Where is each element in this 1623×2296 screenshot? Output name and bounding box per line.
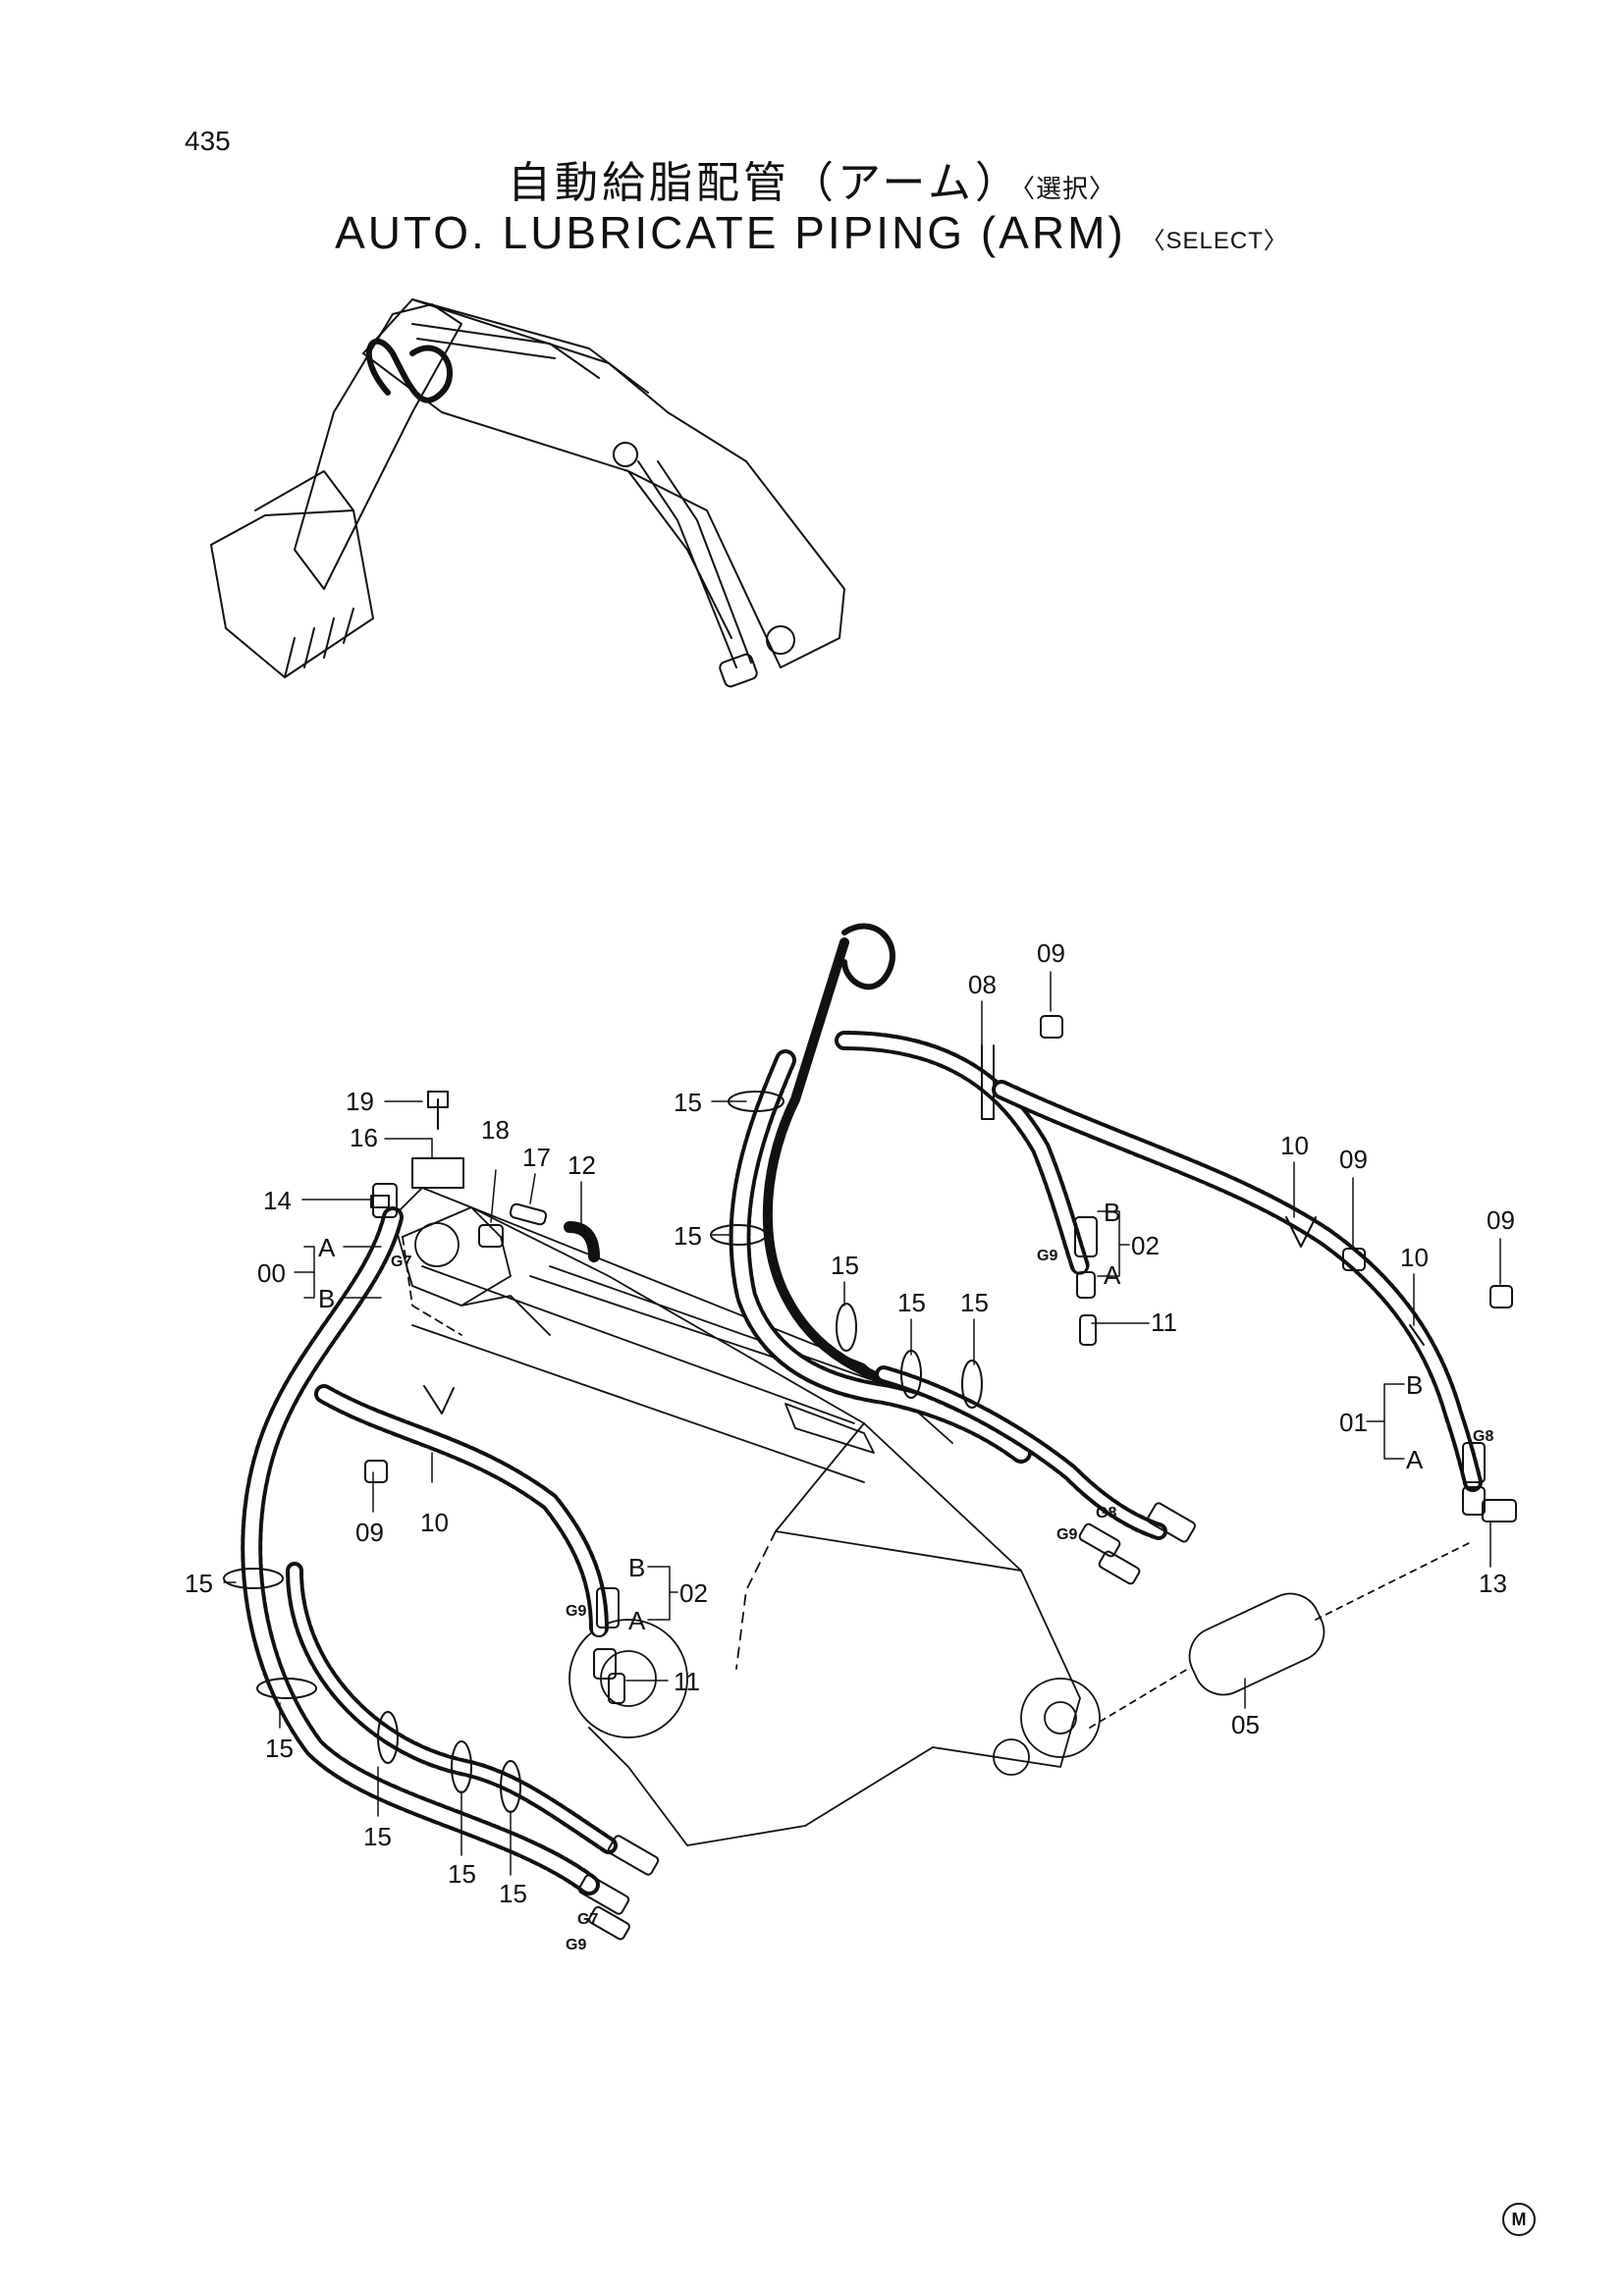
callout-15-c: 15 <box>363 1822 392 1851</box>
callout-g9-right-bottom: G9 <box>1056 1526 1077 1543</box>
bucket <box>210 509 374 678</box>
page-number: 435 <box>185 126 231 156</box>
pin-boss-left <box>568 1619 688 1738</box>
callout-02-left-b: B <box>628 1553 645 1582</box>
callout-15-d: 15 <box>448 1859 476 1889</box>
callout-09-b: 09 <box>1037 938 1065 968</box>
callout-g9-left: G9 <box>566 1603 586 1620</box>
callout-00-b: B <box>318 1284 335 1313</box>
callout-15-b: 15 <box>265 1734 294 1763</box>
leader-lines <box>223 971 1501 1876</box>
callout-g7-bottom: G7 <box>577 1911 598 1928</box>
callout-11-right: 11 <box>1151 1308 1177 1337</box>
title-english-main: AUTO. LUBRICATE PIPING (ARM) <box>335 207 1126 258</box>
callout-09-d: 09 <box>1487 1205 1515 1235</box>
callout-10-left: 10 <box>420 1508 449 1537</box>
pin-05 <box>1188 1592 1325 1696</box>
callout-02-right-b: B <box>1104 1198 1120 1227</box>
callout-01-b: B <box>1406 1370 1423 1400</box>
callout-00-a: A <box>318 1233 336 1262</box>
title-japanese: 自動給脂配管（アーム）〈選択〉 <box>0 147 1623 210</box>
left-hose-bundle <box>223 1183 660 1941</box>
callout-g8-right: G8 <box>1096 1505 1116 1522</box>
title-japanese-main: 自動給脂配管（アーム） <box>507 158 1023 208</box>
pipe-17 <box>509 1202 548 1226</box>
callout-13: 13 <box>1479 1569 1507 1598</box>
callout-05: 05 <box>1231 1710 1260 1739</box>
callout-09-c: 09 <box>1339 1145 1368 1174</box>
boom <box>362 298 845 668</box>
callout-15-j: 15 <box>960 1288 989 1317</box>
callout-02-right-a: A <box>1104 1260 1121 1290</box>
callout-01-a: A <box>1406 1445 1424 1474</box>
callout-14: 14 <box>263 1186 292 1215</box>
bolt-09-b <box>1040 1015 1063 1039</box>
callout-02-left-a: A <box>628 1606 646 1635</box>
callout-15-h: 15 <box>831 1251 859 1280</box>
arm-body <box>392 1187 1474 1846</box>
callout-g8-far-right: G8 <box>1473 1428 1493 1445</box>
callout-15-a: 15 <box>185 1569 213 1598</box>
callout-15-f: 15 <box>674 1088 702 1117</box>
bolt-19 <box>427 1091 449 1130</box>
callout-01: 01 <box>1339 1408 1368 1437</box>
plate-10-c <box>1409 1324 1425 1346</box>
callout-09-left: 09 <box>355 1518 384 1547</box>
callout-g9-right: G9 <box>1037 1248 1057 1264</box>
callout-18: 18 <box>481 1115 510 1145</box>
corner-mark: M <box>1502 2203 1536 2236</box>
boom-cylinder <box>637 460 752 668</box>
fitting-11-right <box>1079 1314 1097 1346</box>
right-hose-bundle <box>364 923 1517 1704</box>
callout-08: 08 <box>968 970 997 999</box>
plate-10-a <box>423 1385 455 1415</box>
elbow-12 <box>564 1221 600 1262</box>
callout-00: 00 <box>257 1258 286 1288</box>
callout-15-i: 15 <box>897 1288 926 1317</box>
nipple-14 <box>370 1195 390 1208</box>
arm-cylinder <box>411 323 600 379</box>
callout-02-right: 02 <box>1131 1231 1160 1260</box>
callout-10-c: 10 <box>1400 1243 1429 1272</box>
pin-boss-right <box>1020 1678 1101 1758</box>
top-fittings <box>370 1091 600 1262</box>
callout-19: 19 <box>346 1087 374 1116</box>
title-english-select: 〈SELECT〉 <box>1141 228 1288 254</box>
fitting-18 <box>478 1224 504 1248</box>
bolt-09-a <box>364 1460 388 1483</box>
callout-16: 16 <box>350 1123 378 1152</box>
excavator-overview <box>210 298 845 688</box>
title-english: AUTO. LUBRICATE PIPING (ARM) 〈SELECT〉 <box>0 206 1623 259</box>
callout-15-g: 15 <box>674 1221 702 1251</box>
bracket-08 <box>981 1044 995 1120</box>
callout-g9-bottom: G9 <box>566 1937 586 1953</box>
callout-10-b: 10 <box>1280 1131 1309 1160</box>
callout-12: 12 <box>568 1150 596 1180</box>
bolt-09-c <box>1342 1248 1366 1271</box>
highlight-hose <box>365 338 454 403</box>
arm <box>294 303 462 590</box>
fitting-13 <box>1482 1499 1517 1522</box>
plate-10-b <box>1285 1216 1317 1248</box>
callout-11-left: 11 <box>674 1667 700 1696</box>
callout-17: 17 <box>522 1143 551 1172</box>
callout-15-e: 15 <box>499 1879 527 1908</box>
bolt-09-d <box>1489 1285 1513 1308</box>
callout-g7-top: G7 <box>391 1254 411 1270</box>
fitting-11-left <box>608 1673 625 1704</box>
callout-labels: 19 16 18 17 12 14 00 A B G7 09 10 02 B A… <box>185 938 1515 1953</box>
callout-02-left: 02 <box>679 1578 708 1608</box>
title-japanese-select: 〈選択〉 <box>1022 175 1116 204</box>
block-16 <box>411 1157 464 1189</box>
